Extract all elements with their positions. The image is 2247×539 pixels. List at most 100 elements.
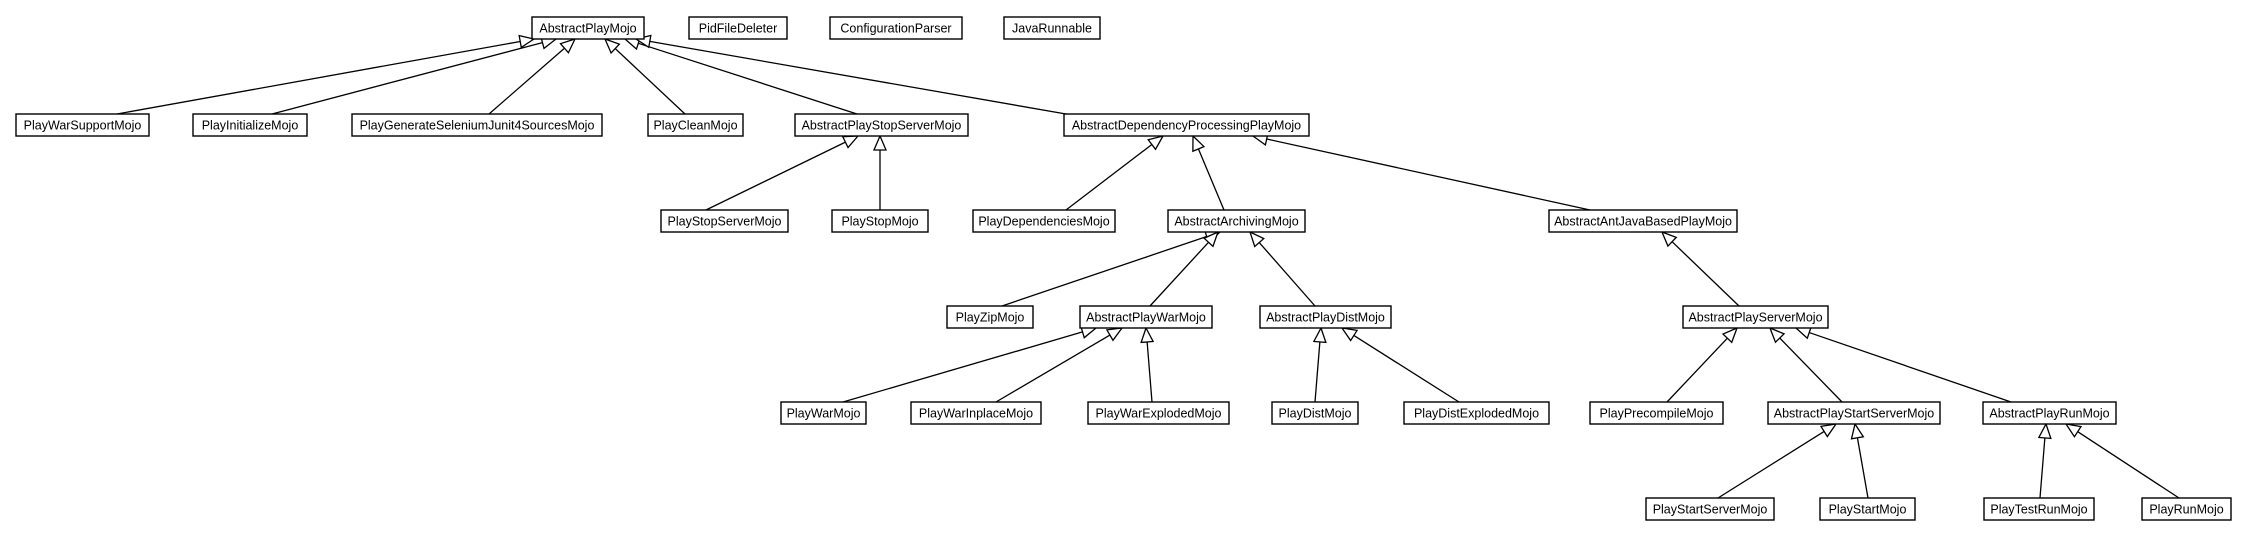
class-label: PlayRunMojo — [2149, 503, 2223, 517]
class-label: AbstractPlayWarMojo — [1086, 311, 1206, 325]
class-box-border — [647, 113, 744, 137]
class-play-dist-exploded-mojo[interactable]: PlayDistExplodedMojo — [1403, 401, 1550, 425]
class-play-stop-server-mojo[interactable]: PlayStopServerMojo — [660, 209, 789, 233]
class-label: ConfigurationParser — [840, 22, 951, 36]
edge-line — [638, 42, 858, 115]
edge-line — [1266, 138, 1591, 211]
class-nodes: AbstractPlayMojo PidFileDeleter Configurat… — [15, 16, 2232, 521]
class-play-run-mojo[interactable]: PlayRunMojo — [2141, 497, 2232, 521]
class-label: AbstractArchivingMojo — [1174, 215, 1298, 229]
inheritance-edge-abstract-archiving-mojo — [1192, 134, 1225, 211]
class-play-stop-mojo[interactable]: PlayStopMojo — [831, 209, 929, 233]
class-abstract-archiving-mojo[interactable]: AbstractArchivingMojo — [1167, 209, 1306, 233]
inheritance-arrowhead — [841, 135, 860, 149]
edge-line — [1001, 235, 1207, 307]
inheritance-edge-play-precompile-mojo — [1666, 326, 1739, 403]
inheritance-arrowhead — [1850, 422, 1865, 440]
class-play-clean-mojo[interactable]: PlayCleanMojo — [647, 113, 744, 137]
inheritance-edge-play-zip-mojo — [1001, 230, 1222, 307]
class-box-border — [1003, 16, 1101, 40]
class-label: PidFileDeleter — [699, 22, 778, 36]
class-box-border — [829, 16, 963, 40]
inheritance-edge-abstract-play-server-mojo — [1660, 230, 1740, 307]
inheritance-arrowhead — [2064, 423, 2083, 438]
class-label: AbstractPlayDistMojo — [1266, 311, 1385, 325]
class-play-start-mojo[interactable]: PlayStartMojo — [1819, 497, 1916, 521]
class-abstract-dependency-processing-play-mojo[interactable]: AbstractDependencyProcessingPlayMojo — [1063, 113, 1310, 137]
class-play-initialize-mojo[interactable]: PlayInitializeMojo — [192, 113, 308, 137]
class-label: PlayWarExplodedMojo — [1096, 407, 1222, 421]
inheritance-arrowhead — [1768, 326, 1786, 344]
inheritance-arrowhead — [1340, 327, 1359, 342]
class-label: PlayGenerateSeleniumJunit4SourcesMojo — [360, 119, 595, 133]
class-abstract-play-start-server-mojo[interactable]: AbstractPlayStartServerMojo — [1767, 401, 1941, 425]
class-play-test-run-mojo[interactable]: PlayTestRunMojo — [1983, 497, 2095, 521]
inheritance-edge-play-dependencies-mojo — [1065, 134, 1165, 211]
edge-line — [1809, 331, 2012, 403]
inheritance-edge-abstract-dependency-processing-play-mojo — [634, 34, 1067, 115]
edge-line — [842, 331, 1083, 403]
class-play-start-server-mojo[interactable]: PlayStartServerMojo — [1645, 497, 1775, 521]
class-java-runnable[interactable]: JavaRunnable — [1003, 16, 1101, 40]
class-configuration-parser[interactable]: ConfigurationParser — [829, 16, 963, 40]
class-box-border — [688, 16, 788, 40]
class-abstract-ant-java-based-play-mojo[interactable]: AbstractAntJavaBasedPlayMojo — [1548, 209, 1738, 233]
class-abstract-play-stop-server-mojo[interactable]: AbstractPlayStopServerMojo — [794, 113, 969, 137]
inheritance-edge-play-stop-server-mojo — [705, 135, 860, 211]
class-abstract-play-run-mojo[interactable]: AbstractPlayRunMojo — [1982, 401, 2117, 425]
inheritance-edge-play-test-run-mojo — [2037, 422, 2052, 499]
class-abstract-play-server-mojo[interactable]: AbstractPlayServerMojo — [1682, 305, 1829, 329]
edge-line — [995, 334, 1111, 403]
inheritance-edge-abstract-play-war-mojo — [1149, 230, 1220, 307]
inheritance-edge-play-generate-selenium-junit4-sources-mojo — [488, 37, 577, 115]
edge-line — [1065, 143, 1153, 211]
class-play-war-inplace-mojo[interactable]: PlayWarInplaceMojo — [910, 401, 1042, 425]
edge-line — [116, 40, 521, 115]
edge-line — [1146, 341, 1153, 403]
class-play-precompile-mojo[interactable]: PlayPrecompileMojo — [1589, 401, 1724, 425]
class-abstract-play-dist-mojo[interactable]: AbstractPlayDistMojo — [1259, 305, 1392, 329]
class-label: AbstractPlayStartServerMojo — [1774, 407, 1935, 421]
class-box-border — [1645, 497, 1775, 521]
class-label: PlayWarInplaceMojo — [919, 407, 1033, 421]
class-play-war-mojo[interactable]: PlayWarMojo — [780, 401, 867, 425]
class-play-generate-selenium-junit4-sources-mojo[interactable]: PlayGenerateSeleniumJunit4SourcesMojo — [351, 113, 603, 137]
inheritance-edge-play-initialize-mojo — [271, 35, 558, 115]
class-abstract-play-war-mojo[interactable]: AbstractPlayWarMojo — [1079, 305, 1213, 329]
inheritance-edge-abstract-play-run-mojo — [1794, 326, 2012, 403]
class-label: AbstractDependencyProcessingPlayMojo — [1072, 119, 1301, 133]
inheritance-arrowhead — [1660, 230, 1678, 248]
inheritance-edge-abstract-play-start-server-mojo — [1768, 326, 1843, 403]
edge-line — [271, 41, 543, 115]
inheritance-edge-play-stop-mojo — [873, 134, 887, 210]
class-box-border — [1983, 497, 2095, 521]
class-abstract-play-mojo[interactable]: AbstractPlayMojo — [531, 16, 645, 40]
inheritance-edge-play-war-exploded-mojo — [1140, 326, 1155, 403]
class-box-border — [1271, 401, 1359, 425]
class-box-border — [1682, 305, 1829, 329]
class-play-war-support-mojo[interactable]: PlayWarSupportMojo — [15, 113, 150, 137]
inheritance-edge-abstract-ant-java-based-play-mojo — [1251, 132, 1591, 211]
class-pid-file-deleter[interactable]: PidFileDeleter — [688, 16, 788, 40]
class-label: PlayPrecompileMojo — [1600, 407, 1714, 421]
inheritance-edge-play-start-mojo — [1850, 422, 1869, 499]
inheritance-arrowhead — [603, 37, 621, 55]
edge-line — [2039, 437, 2046, 499]
class-box-border — [660, 209, 789, 233]
class-play-dependencies-mojo[interactable]: PlayDependenciesMojo — [972, 209, 1116, 233]
edge-line — [488, 47, 565, 115]
inheritance-arrowhead — [1721, 326, 1739, 344]
edge-line — [1666, 337, 1728, 403]
class-label: AbstractAntJavaBasedPlayMojo — [1554, 215, 1732, 229]
edge-line — [1353, 334, 1460, 403]
class-play-zip-mojo[interactable]: PlayZipMojo — [946, 305, 1034, 329]
inheritance-edge-play-run-mojo — [2064, 423, 2180, 499]
edge-line — [1314, 341, 1321, 403]
inheritance-arrowhead — [1248, 230, 1265, 248]
class-play-dist-mojo[interactable]: PlayDistMojo — [1271, 401, 1359, 425]
edge-line — [705, 141, 846, 211]
class-play-war-exploded-mojo[interactable]: PlayWarExplodedMojo — [1087, 401, 1230, 425]
class-box-border — [15, 113, 150, 137]
inheritance-arrowhead — [1105, 327, 1124, 342]
